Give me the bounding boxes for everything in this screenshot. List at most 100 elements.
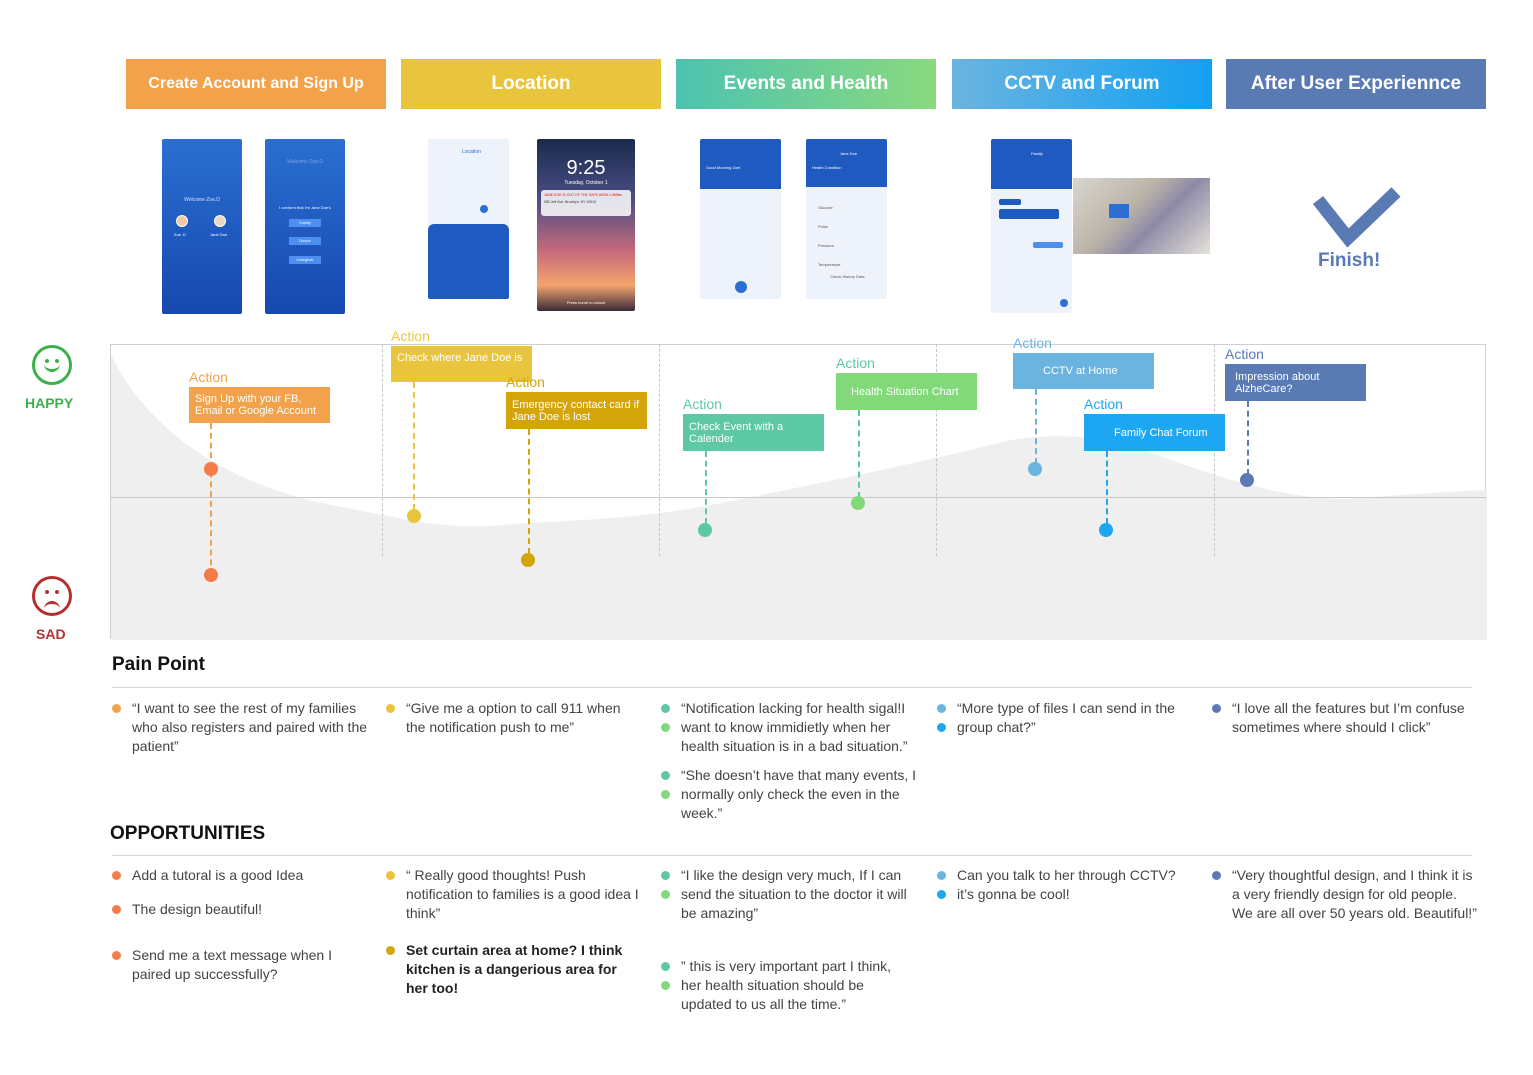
journey-dot [1099,523,1113,537]
action-stem [858,410,860,498]
location-title: Location [462,149,481,155]
health-row: Pulse [818,224,829,229]
map-pin-icon [480,205,488,213]
cctv-image [1073,178,1210,254]
happy-face-icon [32,345,72,385]
action-stem [528,429,530,554]
screen-events: Good Morning Zoe! [700,139,781,299]
health-row: Temperature [818,262,841,267]
stage-divider [382,344,383,556]
action-stem [1106,451,1108,524]
happy-label: HAPPY [25,395,74,411]
health-history-link[interactable]: Check History Data [830,274,865,279]
events-greeting: Good Morning Zoe! [706,165,741,170]
screen-health: Jane Doe Health Condition Glucose Pulse … [806,139,887,299]
action-stem [1247,401,1249,475]
health-row: Pressure [818,243,835,248]
add-event-button[interactable] [735,281,747,293]
action-stem [210,423,212,575]
stage-header-events-health: Events and Health [676,59,936,109]
pain-point-item: “Notification lacking for health sigal!I… [661,699,921,756]
action-label: Action [836,355,875,371]
opportunity-item: “I like the design very much, If I can s… [661,866,921,923]
journey-dot [1240,473,1254,487]
action-stem [705,451,707,524]
opportunity-item: Add a tutoral is a good Idea [112,866,372,885]
divider [112,855,1472,856]
stage-header-signup: Create Account and Sign Up [126,59,386,109]
screen-role-select: Welcome Zoe.D I conform that I'm Jane Do… [265,139,345,314]
pain-point-item: “I love all the features but I’m confuse… [1212,699,1477,737]
action-label: Action [506,374,545,390]
notification-address: 980 Jeff Ave, Brooklyn, NY 10010 [544,200,597,204]
action-bubble: Health Situation Chart [836,373,977,410]
action-label: Action [1225,346,1264,362]
opportunity-item: “ Really good thoughts! Push notificatio… [386,866,646,923]
chat-bubble [999,209,1059,219]
opportunity-item: Can you talk to her through CCTV? it’s g… [937,866,1187,904]
chat-title: Family [1031,151,1043,156]
action-bubble: Impression about AlzheCare? [1225,364,1366,401]
action-bubble: Sign Up with your FB, Email or Google Ac… [189,387,330,423]
divider [112,687,1472,688]
sad-label: SAD [36,626,66,642]
opportunity-item: ” this is very important part I think, h… [661,957,911,1014]
stage-header-cctv-forum: CCTV and Forum [952,59,1212,109]
action-label: Action [1013,335,1052,351]
stage-header-after-experience: After User Experiennce [1226,59,1486,109]
screen-location-map: Location [428,139,509,299]
opportunity-item: “Very thoughtful design, and I think it … [1212,866,1477,923]
health-user: Jane Doe [840,151,858,156]
action-bubble: Family Chat Forum [1084,414,1225,451]
checkmark-icon [1312,187,1401,248]
journey-dot [698,523,712,537]
user-name: Zoe. D [174,232,187,237]
action-stem [1035,389,1037,464]
location-list [428,224,509,299]
lock-date: Tuesday, October 1 [564,180,608,186]
tv-shape [1109,204,1129,218]
action-bubble: CCTV at Home [1013,353,1154,389]
opportunity-item: Set curtain area at home? I think kitche… [386,941,636,998]
stage-divider [936,344,937,556]
opportunity-item: Send me a text message when I paired up … [112,946,352,984]
screen-lock-alert: 9:25 Tuesday, October 1 JANE DOE IS OUT … [537,139,635,311]
journey-dot [851,496,865,510]
action-label: Action [391,328,430,344]
welcome-text: Welcome Zoe.D [287,159,323,165]
opportunities-title: OPPORTUNITIES [110,823,266,844]
unlock-hint: Press home to unlock [566,300,606,305]
journey-dot [204,462,218,476]
action-label: Action [683,396,722,412]
events-header [700,139,781,189]
chat-bubble [999,199,1021,205]
screen-family-chat: Family [991,139,1072,313]
avatar [176,215,188,227]
chat-header [991,139,1072,189]
action-stem [413,382,415,510]
role-button-caregiver[interactable]: Caregiver [289,256,321,264]
action-label: Action [1084,396,1123,412]
welcome-text: Welcome Zoe.D [184,197,220,203]
lock-notification: JANE DOE IS OUT OF THE SAFE AREA 1.5Mile… [541,190,631,216]
journey-dot [407,509,421,523]
notification-text: JANE DOE IS OUT OF THE SAFE AREA 1.5Mile… [544,193,623,197]
pain-point-item: “Give me a option to call 911 when the n… [386,699,636,737]
opportunity-item: The design beautiful! [112,900,372,919]
pain-point-item: “More type of files I can send in the gr… [937,699,1187,737]
confirm-text: I conform that I'm Jane Doe's [279,205,331,210]
pain-point-item: “I want to see the rest of my families w… [112,699,372,756]
screen-welcome: Welcome Zoe.D Zoe. D Jane Doe [162,139,242,314]
action-bubble: Check Event with a Calender [683,414,824,451]
stage-header-location: Location [401,59,661,109]
lock-time: 9:25 [566,157,606,179]
action-label: Action [189,369,228,385]
avatar [214,215,226,227]
chat-bubble [1033,242,1063,248]
send-icon[interactable] [1060,299,1068,307]
role-button-family[interactable]: Family [289,219,321,227]
role-button-doctor[interactable]: Doctor [289,237,321,245]
sad-face-icon [32,576,72,616]
journey-dot [204,568,218,582]
health-header [806,139,887,187]
